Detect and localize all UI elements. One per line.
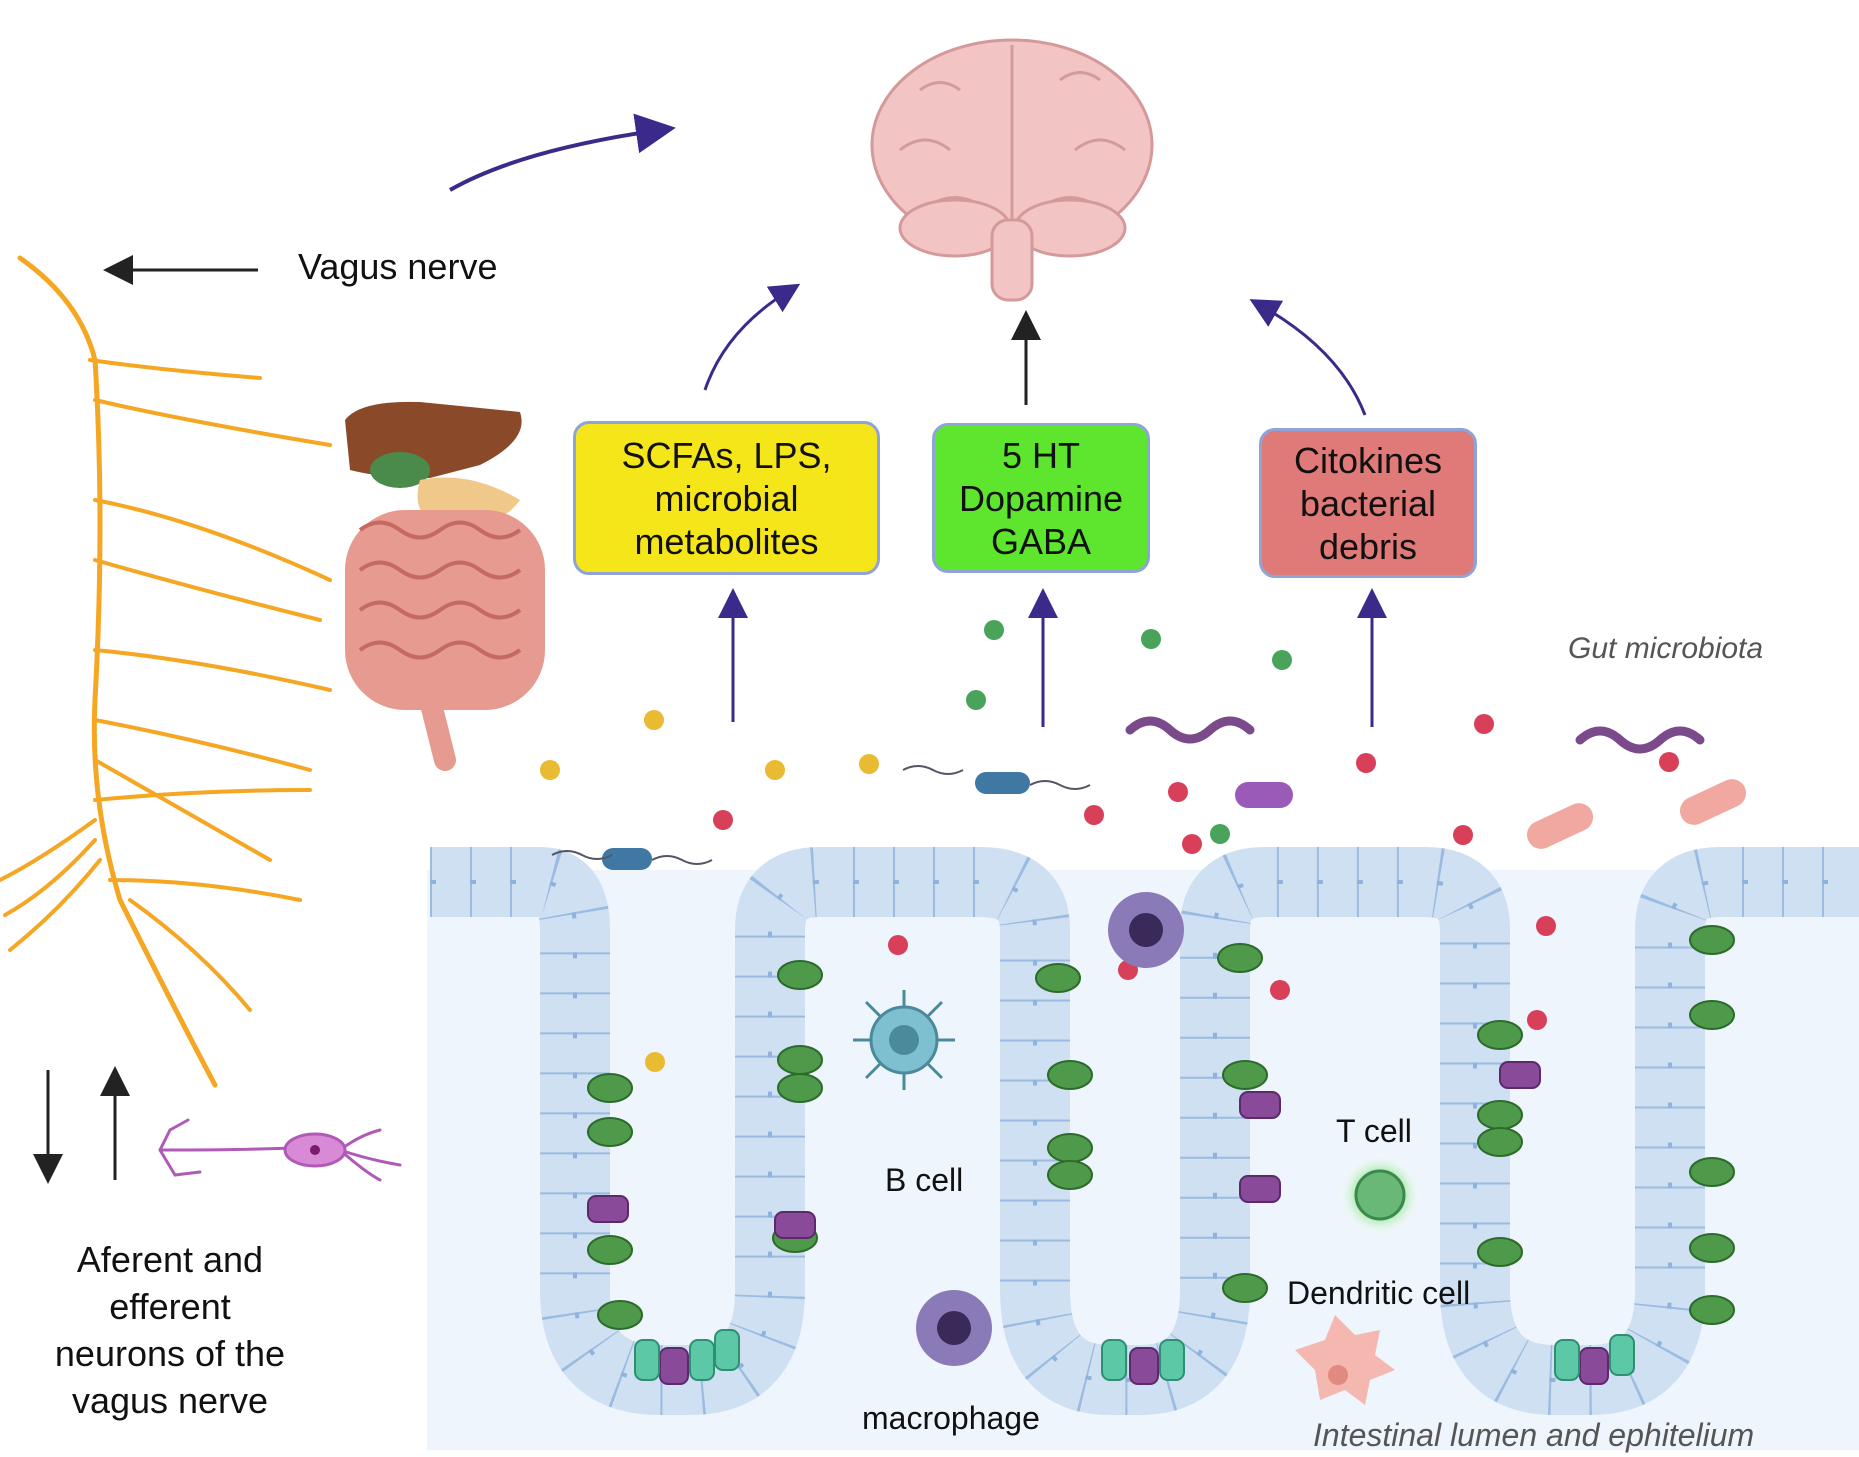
macrophage-label: macrophage <box>862 1400 1040 1436</box>
bacteria-icon <box>551 716 1747 870</box>
b-cell-icon <box>853 990 955 1090</box>
neurons-label: Aferent and efferent neurons of the vagu… <box>54 1239 286 1421</box>
metabolites-green <box>966 620 1292 844</box>
vagus-nerve-icon <box>0 255 332 1088</box>
cytokines-box: Citokines bacterial debris <box>1259 428 1477 578</box>
gut-microbiota-label: Gut microbiota <box>1568 632 1764 665</box>
metabolites-yellow <box>540 710 879 1072</box>
brain-icon <box>870 38 1154 302</box>
enteroendocrine-cells <box>587 1061 1609 1385</box>
neurotransmitter-box: 5 HT Dopamine GABA <box>932 423 1150 573</box>
dendritic-cell-icon <box>1295 1315 1395 1405</box>
paneth-cells <box>634 1329 1635 1381</box>
neuron-icon <box>158 1118 402 1182</box>
arrow-box1-to-brain <box>703 283 801 391</box>
b-cell-label: B cell <box>885 1162 964 1198</box>
digestive-organs-icon <box>345 401 545 771</box>
goblet-cells <box>587 925 1735 1330</box>
scfa-box: SCFAs, LPS, microbial metabolites <box>573 421 880 575</box>
arrow-box3-to-brain <box>1249 299 1367 416</box>
arrow-vagus-to-brain <box>449 113 676 192</box>
t-cell-icon <box>1338 1153 1422 1237</box>
vagus-nerve-label: Vagus nerve <box>298 246 498 287</box>
t-cell-label: T cell <box>1336 1113 1412 1149</box>
macrophage-icon <box>916 892 1184 1366</box>
dendritic-cell-label: Dendritic cell <box>1287 1275 1471 1311</box>
lumen-label: Intestinal lumen and ephitelium <box>1313 1417 1755 1453</box>
